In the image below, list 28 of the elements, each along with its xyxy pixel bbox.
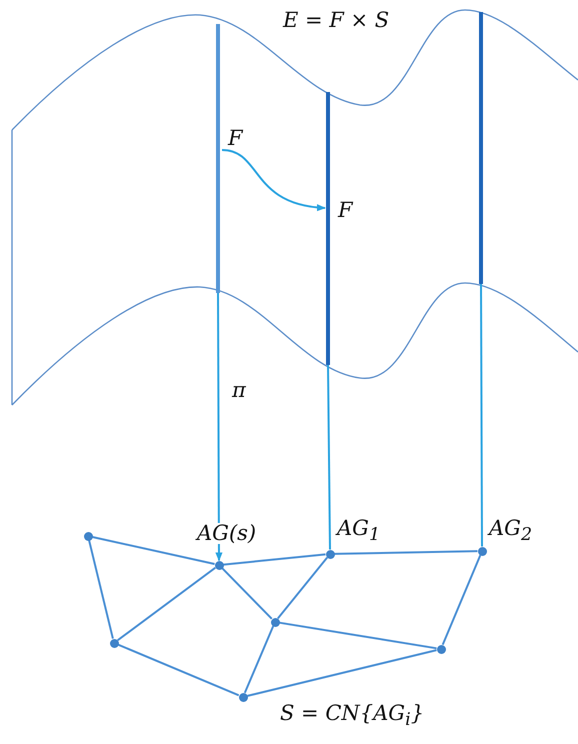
curved-arrow [222, 149, 326, 211]
graph-edge [442, 554, 482, 646]
vertex-dot [214, 560, 224, 570]
vertex-dot [84, 532, 92, 540]
graph-edge [221, 568, 273, 620]
projection-arrow [215, 293, 223, 562]
vertex-dot [326, 550, 334, 558]
graph-edge [279, 622, 437, 650]
vertex-dot [478, 546, 486, 556]
graph-edge [88, 540, 114, 639]
edge-label: π [232, 380, 246, 401]
graph-edge [334, 550, 478, 555]
graph-edge [244, 626, 274, 694]
graph-edge [92, 536, 215, 565]
vertex-dot [436, 644, 446, 654]
graph-edge [223, 553, 326, 566]
vertex-dot [238, 692, 248, 702]
graph-edge [118, 644, 240, 696]
vertex-dot [270, 618, 280, 626]
formula-label: S = CN{AG$_{i}$} [280, 703, 424, 730]
graph-edge [277, 556, 328, 620]
formula-label: E = F × S [283, 10, 390, 31]
graph-edge [247, 649, 437, 697]
projection-line [327, 364, 331, 550]
projection-line [480, 284, 483, 546]
vertex-dot [110, 638, 118, 648]
math-label: AG(s) [197, 523, 256, 544]
graph-edge [117, 566, 216, 642]
